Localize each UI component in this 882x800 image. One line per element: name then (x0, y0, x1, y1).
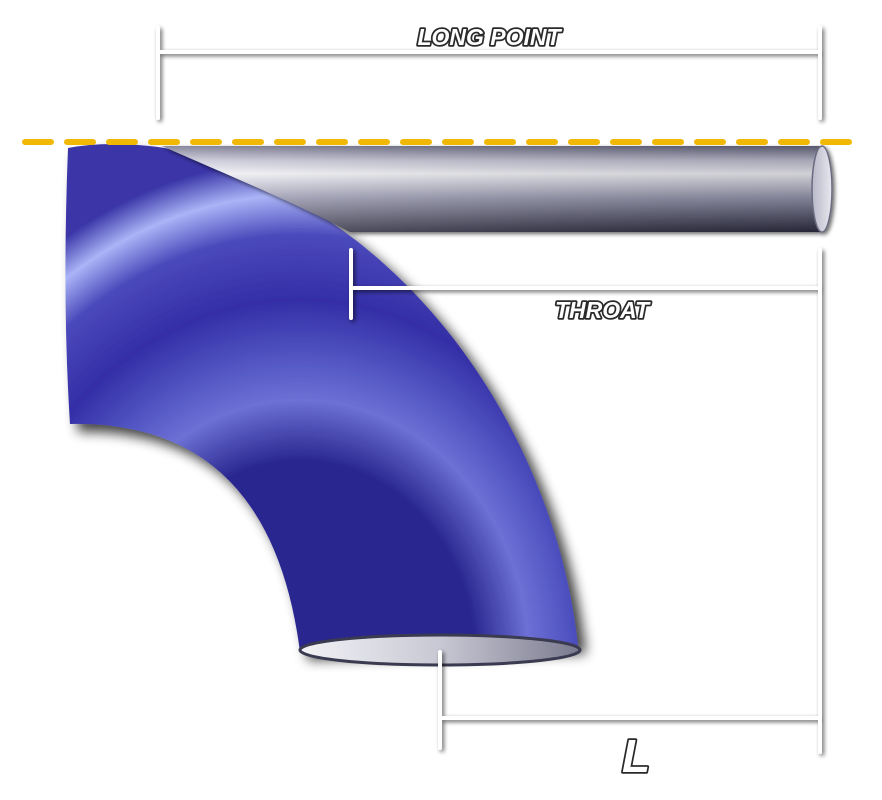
pipe-end-cap (811, 145, 833, 233)
length-label: L (622, 730, 650, 782)
elbow-fitting (65, 144, 578, 652)
throat-label: THROAT (555, 297, 651, 323)
long-point-label: LONG POINT (417, 24, 562, 50)
dimension-lines (156, 26, 822, 754)
straight-pipe (162, 145, 833, 233)
